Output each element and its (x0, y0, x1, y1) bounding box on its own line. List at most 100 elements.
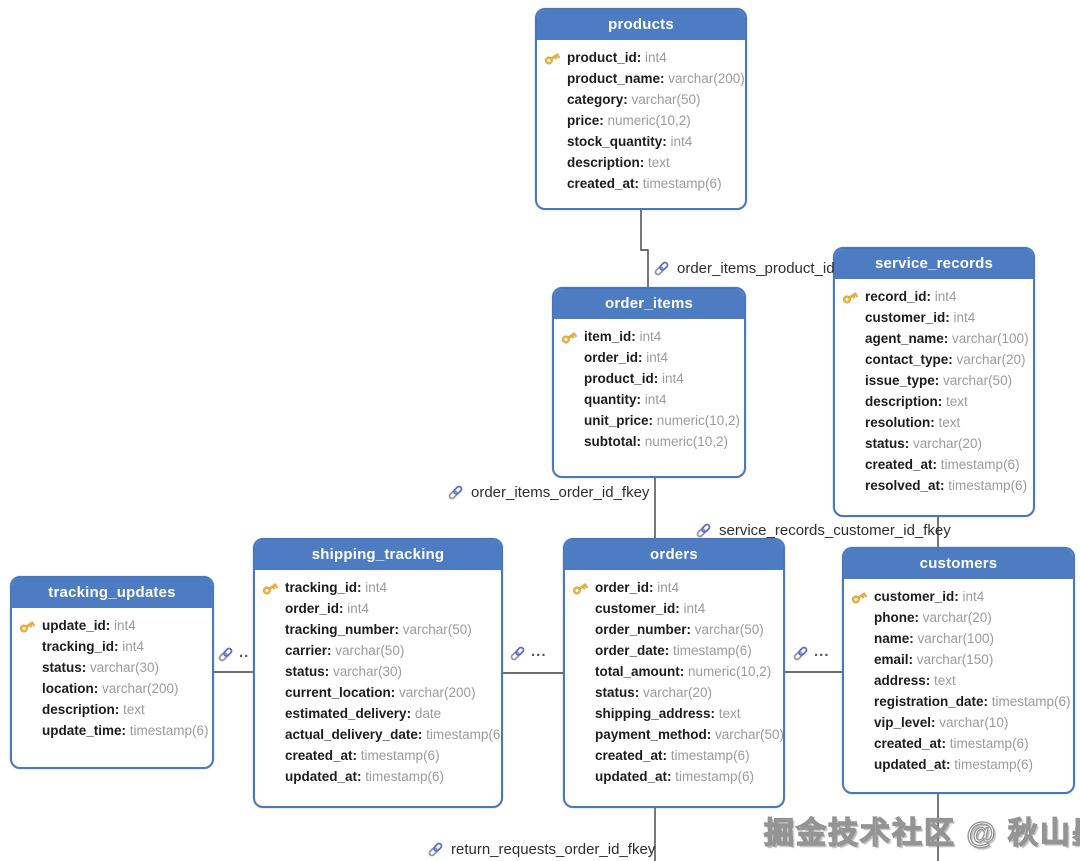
field-row[interactable]: shipping_address: text (565, 703, 783, 724)
field-row[interactable]: update_time: timestamp(6) (12, 720, 212, 741)
table-title[interactable]: service_records (835, 249, 1033, 279)
field-row[interactable]: status: varchar(30) (255, 661, 501, 682)
field-row[interactable]: unit_price: numeric(10,2) (554, 410, 744, 431)
field-row[interactable]: payment_method: varchar(50) (565, 724, 783, 745)
field-row[interactable]: category: varchar(50) (537, 89, 745, 110)
field-row[interactable]: created_at: timestamp(6) (835, 454, 1033, 475)
table-title[interactable]: shipping_tracking (255, 540, 501, 570)
field-name: customer_id: (874, 589, 959, 604)
field-row[interactable]: tracking_id: int4 (255, 577, 501, 598)
side-link-tracking-shipping[interactable]: .. (217, 644, 249, 664)
relationship-label-service-records-customer-id[interactable]: service_records_customer_id_fkey (695, 519, 951, 541)
field-row[interactable]: status: varchar(30) (12, 657, 212, 678)
field-type: int4 (641, 50, 667, 65)
field-row[interactable]: status: varchar(20) (835, 433, 1033, 454)
table-title[interactable]: tracking_updates (12, 578, 212, 608)
table-title[interactable]: products (537, 10, 745, 40)
relationship-label-text: order_items_product_id (677, 259, 835, 277)
side-link-orders-customers[interactable]: ... (792, 643, 830, 663)
key-icon (842, 292, 859, 304)
field-row[interactable]: current_location: varchar(200) (255, 682, 501, 703)
field-row[interactable]: tracking_number: varchar(50) (255, 619, 501, 640)
field-row[interactable]: total_amount: numeric(10,2) (565, 661, 783, 682)
relationship-label-order-items-product-id[interactable]: order_items_product_id (653, 257, 835, 279)
field-row[interactable]: status: varchar(20) (565, 682, 783, 703)
relationship-label-return-requests-order-id[interactable]: return_requests_order_id_fkey (427, 838, 655, 860)
field-row[interactable]: carrier: varchar(50) (255, 640, 501, 661)
field-row[interactable]: order_number: varchar(50) (565, 619, 783, 640)
field-row[interactable]: update_id: int4 (12, 615, 212, 636)
side-link-shipping-orders[interactable]: ... (509, 643, 547, 663)
field-row[interactable]: price: numeric(10,2) (537, 110, 745, 131)
field-row[interactable]: description: text (835, 391, 1033, 412)
field-row[interactable]: updated_at: timestamp(6) (565, 766, 783, 787)
field-type: timestamp(6) (639, 176, 722, 191)
relationship-label-order-items-order-id[interactable]: order_items_order_id_fkey (447, 481, 649, 503)
field-row[interactable]: phone: varchar(20) (844, 607, 1073, 628)
link-icon (448, 485, 463, 499)
field-row[interactable]: product_name: varchar(200) (537, 68, 745, 89)
field-row[interactable]: location: varchar(200) (12, 678, 212, 699)
field-row[interactable]: order_id: int4 (255, 598, 501, 619)
field-row[interactable]: updated_at: timestamp(6) (844, 754, 1073, 775)
table-title[interactable]: orders (565, 540, 783, 570)
field-row[interactable]: vip_level: varchar(10) (844, 712, 1073, 733)
field-row[interactable]: created_at: timestamp(6) (844, 733, 1073, 754)
field-type: numeric(10,2) (641, 434, 729, 449)
field-type: int4 (653, 580, 680, 595)
field-row[interactable]: item_id: int4 (554, 326, 744, 347)
field-row[interactable]: order_id: int4 (554, 347, 744, 368)
field-row[interactable]: resolution: text (835, 412, 1033, 433)
field-row[interactable]: agent_name: varchar(100) (835, 328, 1033, 349)
field-row[interactable]: order_id: int4 (565, 577, 783, 598)
field-name: actual_delivery_date: (285, 727, 423, 742)
field-row[interactable]: estimated_delivery: date (255, 703, 501, 724)
field-row[interactable]: product_id: int4 (554, 368, 744, 389)
field-row[interactable]: stock_quantity: int4 (537, 131, 745, 152)
field-row[interactable]: created_at: timestamp(6) (565, 745, 783, 766)
field-type: int4 (343, 601, 370, 616)
field-row[interactable]: name: varchar(100) (844, 628, 1073, 649)
table-title[interactable]: customers (844, 549, 1073, 579)
field-name: record_id: (865, 289, 932, 304)
field-row[interactable]: email: varchar(150) (844, 649, 1073, 670)
field-row[interactable]: quantity: int4 (554, 389, 744, 410)
table-title[interactable]: order_items (554, 289, 744, 319)
field-row[interactable]: address: text (844, 670, 1073, 691)
field-row[interactable]: created_at: timestamp(6) (255, 745, 501, 766)
field-row[interactable]: description: text (537, 152, 745, 173)
field-row[interactable]: tracking_id: int4 (12, 636, 212, 657)
field-row[interactable]: contact_type: varchar(20) (835, 349, 1033, 370)
field-type: varchar(150) (913, 652, 994, 667)
field-name: email: (874, 652, 914, 667)
field-name: created_at: (567, 176, 640, 191)
field-row[interactable]: order_date: timestamp(6) (565, 640, 783, 661)
field-name: updated_at: (874, 757, 951, 772)
field-row[interactable]: description: text (12, 699, 212, 720)
field-type: date (411, 706, 442, 721)
watermark: 掘金技术社区 @ 秋山墨客 (763, 816, 1080, 850)
field-row[interactable]: created_at: timestamp(6) (537, 173, 745, 194)
field-type: text (930, 673, 956, 688)
field-row[interactable]: issue_type: varchar(50) (835, 370, 1033, 391)
field-row[interactable]: customer_id: int4 (844, 586, 1073, 607)
field-row[interactable]: product_id: int4 (537, 47, 745, 68)
field-row[interactable]: customer_id: int4 (565, 598, 783, 619)
field-row[interactable]: subtotal: numeric(10,2) (554, 431, 744, 452)
field-row[interactable]: resolved_at: timestamp(6) (835, 475, 1033, 496)
field-row[interactable]: updated_at: timestamp(6) (255, 766, 501, 787)
field-row[interactable]: registration_date: timestamp(6) (844, 691, 1073, 712)
field-row[interactable]: record_id: int4 (835, 286, 1033, 307)
field-type: text (942, 394, 968, 409)
field-row[interactable]: customer_id: int4 (835, 307, 1033, 328)
field-row[interactable]: actual_delivery_date: timestamp(6) (255, 724, 501, 745)
